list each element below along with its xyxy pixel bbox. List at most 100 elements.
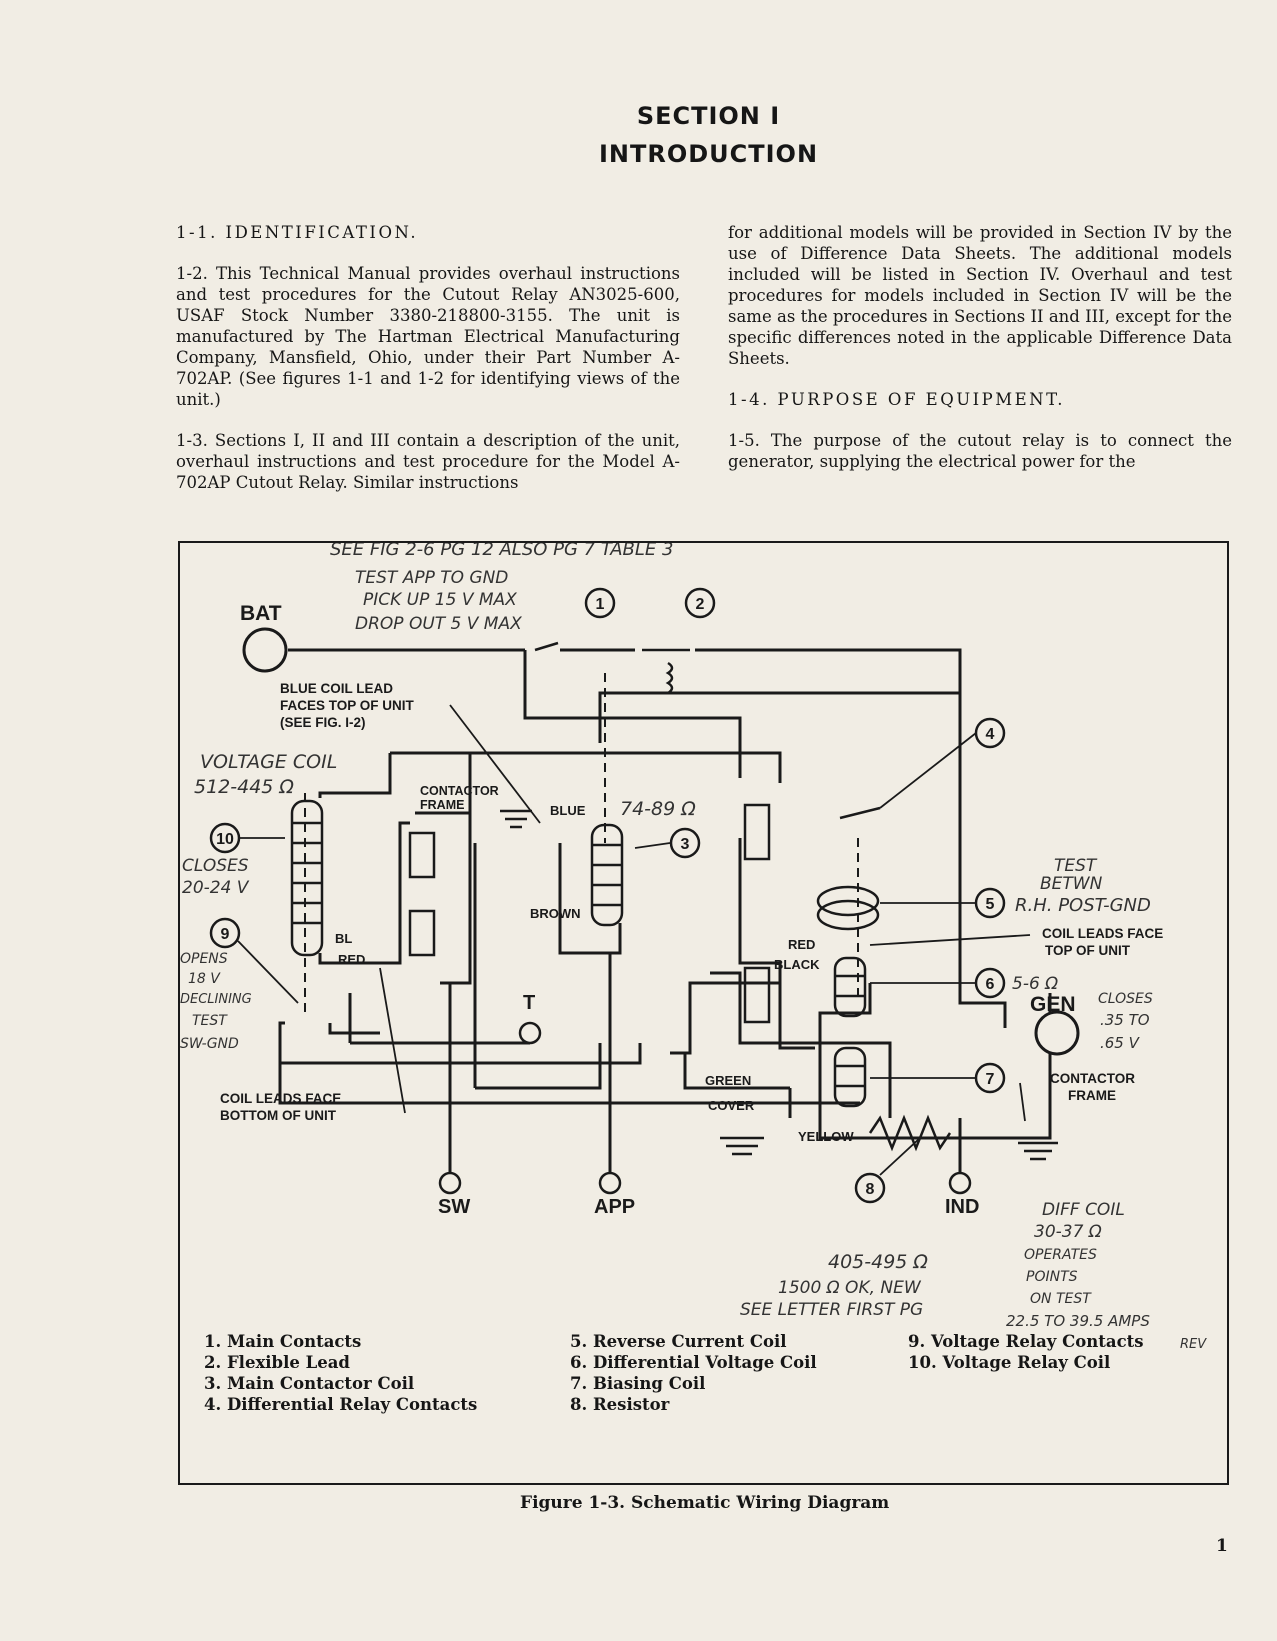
callout-10 — [209, 822, 241, 854]
handwritten-opens-5: SW-GND — [180, 1036, 239, 1052]
schematic-wiring-diagram: BAT GEN SW APP IND T — [180, 543, 1207, 1352]
handwritten-voltage-coil-1: VOLTAGE COIL — [200, 751, 337, 773]
legend-item: 2. Flexible Lead — [204, 1353, 350, 1372]
callout-10-number: 10 — [216, 831, 234, 848]
coil-leads-top-line-2: TOP OF UNIT — [1045, 943, 1131, 958]
bl-lead-label: BL — [335, 931, 352, 946]
handwritten-opens-4: TEST — [192, 1013, 228, 1029]
callout-1 — [584, 587, 616, 619]
voltage-relay-coil — [290, 799, 324, 957]
cover-label: COVER — [708, 1098, 755, 1113]
sw-terminal — [438, 1171, 462, 1195]
differential-voltage-coil — [833, 956, 867, 1018]
handwritten-closes-2: 20-24 V — [182, 878, 250, 898]
handwritten-coil3-resistance: 74-89 Ω — [620, 798, 696, 820]
callout-8-number: 8 — [866, 1181, 875, 1198]
legend-column-1: 1. Main Contacts 2. Flexible Lead 3. Mai… — [204, 1331, 477, 1415]
handwritten-test-between-1: TEST — [1054, 856, 1098, 876]
callout-3-number: 3 — [681, 836, 690, 853]
blue-lead-label: BLUE — [550, 803, 586, 818]
callout-1-number: 1 — [596, 596, 605, 613]
handwritten-voltage-coil-2: 512-445 Ω — [194, 776, 294, 798]
handwritten-coil6-resistance: 5-6 Ω — [1012, 974, 1058, 994]
handwritten-test-3: DROP OUT 5 V MAX — [355, 614, 522, 634]
section-number: SECTION I — [636, 102, 781, 130]
handwritten-gen-closes-3: .65 V — [1100, 1034, 1141, 1052]
voltage-relay-contact-box-lower — [408, 909, 436, 957]
handwritten-diff-coil-5: ON TEST — [1030, 1291, 1092, 1307]
handwritten-test-between-3: R.H. POST-GND — [1015, 895, 1151, 916]
coil-leads-bottom-line-1: COIL LEADS FACE — [220, 1091, 341, 1106]
handwritten-diff-coil-3: OPERATES — [1024, 1247, 1097, 1263]
brown-lead-label: BROWN — [530, 906, 581, 921]
resistor-symbol — [868, 1114, 952, 1152]
figure-caption: Figure 1-3. Schematic Wiring Diagram — [520, 1493, 890, 1513]
main-contacts-symbol — [534, 641, 559, 652]
callout-9-number: 9 — [221, 926, 230, 943]
contactor-frame-label-1: CONTACTOR — [420, 784, 499, 798]
blue-coil-lead-line-3: (SEE FIG. I-2) — [280, 715, 366, 730]
blue-coil-lead-line-1: BLUE COIL LEAD — [280, 681, 393, 696]
callout-2-number: 2 — [696, 596, 705, 613]
legend-column-2: 5. Reverse Current Coil 6. Differential … — [570, 1331, 817, 1415]
handwritten-diff-coil-7: REV — [1180, 1337, 1207, 1352]
sw-label: SW — [438, 1196, 470, 1218]
differential-relay-contact-box — [743, 803, 771, 861]
voltage-relay-contact-box-upper — [408, 831, 436, 879]
handwritten-opens-2: 18 V — [188, 971, 221, 987]
callout-5-number: 5 — [986, 896, 995, 913]
main-contactor-coil — [590, 823, 624, 927]
text-column-right: for additional models will be provided i… — [728, 222, 1232, 492]
coil-leads-top-line-1: COIL LEADS FACE — [1042, 926, 1163, 941]
differential-relay-contacts-symbol — [839, 806, 881, 820]
callout-7-number: 7 — [986, 1071, 995, 1088]
ground-symbols — [500, 809, 1058, 1161]
handwritten-diff-coil-6: 22.5 TO 39.5 AMPS — [1006, 1312, 1150, 1330]
contactor-frame-label-2: FRAME — [420, 798, 464, 812]
red-lead-label: RED — [338, 952, 365, 967]
paragraph-1-3-continued: for additional models will be provided i… — [728, 223, 1232, 368]
handwritten-diff-coil-2: 30-37 Ω — [1034, 1222, 1102, 1242]
handwritten-opens-3: DECLINING — [180, 992, 252, 1007]
app-label: APP — [594, 1196, 635, 1218]
handwritten-gen-closes-2: .35 TO — [1100, 1011, 1150, 1029]
differential-relay-contact-box-lower — [743, 966, 771, 1024]
heading-identification: 1-1. IDENTIFICATION. — [176, 223, 419, 242]
callout-8 — [854, 1172, 886, 1204]
handwritten-resistor-1: 405-495 Ω — [828, 1251, 928, 1273]
green-lead-label: GREEN — [705, 1073, 751, 1088]
text-column-left: 1-1. IDENTIFICATION. 1-2. This Technical… — [176, 222, 680, 513]
flexible-lead-symbol — [665, 661, 674, 695]
legend-item: 5. Reverse Current Coil — [570, 1332, 787, 1351]
callout-3 — [669, 827, 701, 859]
legend-item: 9. Voltage Relay Contacts — [908, 1332, 1144, 1351]
bat-terminal — [242, 627, 288, 673]
biasing-coil — [833, 1046, 867, 1108]
handwritten-resistor-3: SEE LETTER FIRST PG — [740, 1300, 923, 1320]
t-label: T — [523, 992, 535, 1014]
legend-item: 7. Biasing Coil — [570, 1374, 706, 1393]
legend-item: 1. Main Contacts — [204, 1332, 362, 1351]
legend-item: 3. Main Contactor Coil — [204, 1374, 415, 1393]
handwritten-top-note: SEE FIG 2-6 PG 12 ALSO PG 7 TABLE 3 — [330, 543, 673, 560]
handwritten-closes-1: CLOSES — [182, 856, 249, 876]
handwritten-opens-1: OPENS — [180, 951, 228, 967]
ind-terminal — [948, 1171, 972, 1195]
gen-label: GEN — [1030, 993, 1076, 1016]
t-terminal — [518, 1021, 542, 1045]
section-title: INTRODUCTION — [598, 140, 819, 168]
handwritten-test-2: PICK UP 15 V MAX — [363, 590, 517, 610]
black-lead-label: BLACK — [774, 957, 820, 972]
blue-coil-lead-line-2: FACES TOP OF UNIT — [280, 698, 415, 713]
yellow-lead-label: YELLOW — [798, 1129, 854, 1144]
legend-item: 8. Resistor — [570, 1395, 670, 1414]
handwritten-test-1: TEST APP TO GND — [355, 568, 508, 588]
callout-9 — [209, 917, 241, 949]
callout-4-number: 4 — [986, 726, 995, 743]
red-lead-label-right: RED — [788, 937, 815, 952]
handwritten-test-between-2: BETWN — [1040, 874, 1103, 894]
bat-label: BAT — [240, 602, 282, 625]
legend-item: 10. Voltage Relay Coil — [908, 1353, 1111, 1372]
paragraph-1-5: 1-5. The purpose of the cutout relay is … — [728, 431, 1232, 471]
coil-leads-bottom-line-2: BOTTOM OF UNIT — [220, 1108, 337, 1123]
